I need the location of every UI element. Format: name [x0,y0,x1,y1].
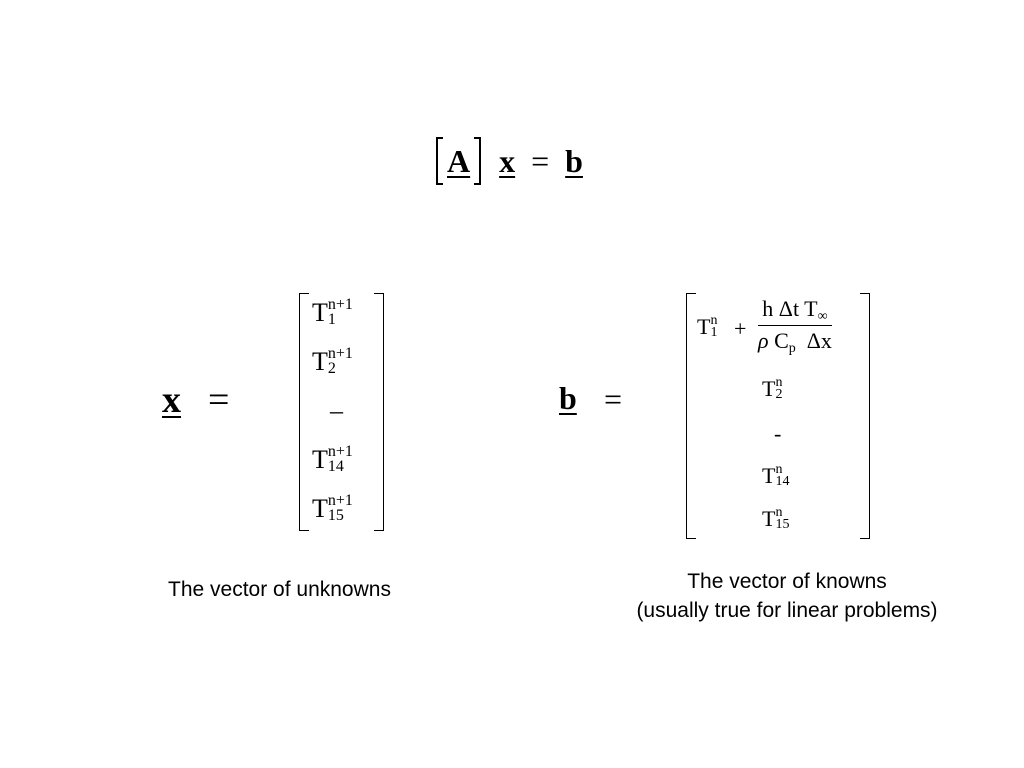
b-vector-caption-line2: (usually true for linear problems) [636,599,938,622]
left-bracket [436,137,443,185]
fraction-numerator: h Δt T∞ [758,296,832,326]
x-matrix-right-bracket [374,293,384,531]
b-vector-caption-line1: The vector of knowns [687,570,887,593]
b-entry-1-plus: + [734,316,747,341]
b-vector-caption: The vector of knowns (usually true for l… [602,570,972,623]
equals-sign: = [531,142,550,179]
vector-x: x [499,142,516,179]
b-vector-equals: = [604,381,623,417]
x-vector-caption: The vector of unknowns [168,578,391,601]
b-matrix-right-bracket [860,293,870,539]
x-vector-equals: = [208,379,230,421]
fraction-denominator: ρ Cp Δx [758,328,832,356]
b-entry-1-fraction: h Δt T∞ ρ Cp Δx [758,296,832,357]
matrix-a: A [447,142,471,179]
x-matrix-left-bracket [299,293,309,531]
x-vector-label: x [162,379,181,421]
b-entry-ellipsis: - [774,421,782,446]
right-bracket [474,137,482,185]
vector-b: b [565,142,583,179]
main-equation: A x = b [436,133,583,189]
b-matrix-left-bracket [686,293,696,539]
x-entry-ellipsis: – [330,396,343,425]
b-vector-label: b [559,380,577,416]
